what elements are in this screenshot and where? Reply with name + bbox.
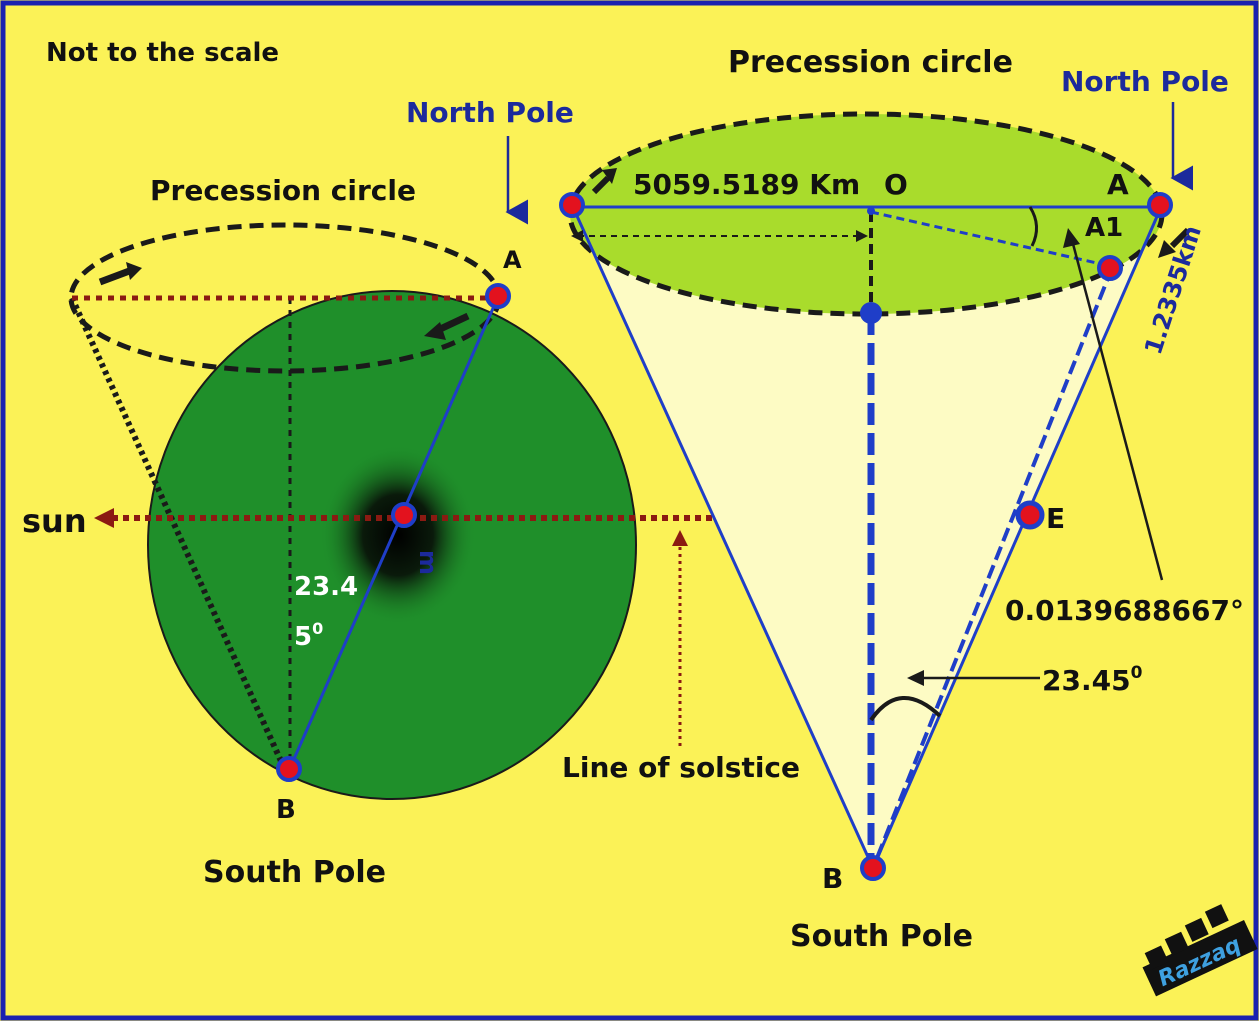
right-left-end-marker [559,192,585,218]
radius-dimension-arrow-right [856,230,868,242]
left-south-pole-label: South Pole [203,855,386,890]
point-e-label: E [1046,502,1065,535]
point-a1-label: A1 [1085,213,1123,243]
cap-arrow-right-head [1158,240,1176,258]
note-text: Not to the scale [46,38,279,68]
small-angle-pointer [1070,239,1164,581]
cone-angle-sup: 0 [1131,663,1143,683]
point-o-label: O [884,168,908,201]
left-angle-line1: 23.4 [294,572,358,602]
left-precession-arrow-top [98,266,134,286]
left-earth-axis [288,296,500,769]
cap-bottom-marker [860,302,882,324]
left-angle-line2: 50 [294,619,323,652]
earth-core-shadow [320,445,476,625]
right-precession-cap [570,114,1162,314]
cap-arrow-left-head [602,168,617,184]
radius-label: 5059.5189 Km [633,168,860,201]
right-point-b-label: B [822,862,843,895]
cone-body [572,205,1162,868]
radius-o-to-a1 [870,210,1111,268]
small-angle-pointer-head [1063,228,1080,248]
center-o-dot [867,207,875,215]
right-north-pole-label: North Pole [1061,65,1229,98]
left-precession-title: Precession circle [150,174,416,207]
cone-angle-label: 23.450 [1042,663,1143,697]
cone-angle-arc [869,696,942,722]
radius-dimension-arrow-left [571,230,583,242]
left-center-label: m [414,550,442,575]
solstice-label: Line of solstice [562,751,800,784]
cap-arrow-left [591,175,611,195]
left-center-marker [391,502,417,528]
cone-right-edge [871,204,1164,869]
sun-label: sun [22,502,87,540]
cone-a1-dashed-edge [871,267,1114,869]
left-precession-arrow-right-head [424,322,446,340]
right-point-a-label: A [1107,168,1129,201]
right-point-a1-marker [1097,255,1123,281]
right-point-a-marker [1147,192,1173,218]
solstice-pointer-head [672,530,688,546]
point-e-marker [1015,500,1045,530]
small-angle-label: 0.0139688667° [1005,594,1244,627]
cone-angle-value: 23.45 [1042,664,1131,697]
left-point-a-label: A [503,246,522,274]
right-south-pole-label: South Pole [790,919,973,954]
left-angle-sup: 0 [312,619,323,638]
left-cone-side [69,296,288,772]
small-angle-arc [1028,206,1038,247]
left-precession-arrow-top-head [126,262,142,280]
left-north-pole-label: North Pole [406,96,574,129]
left-point-a-marker [485,283,511,309]
left-point-b-label: B [276,795,296,825]
left-angle-digit: 5 [294,622,312,652]
cone-angle-pointer-head [907,670,924,686]
sun-arrow-head [94,508,114,528]
right-precession-title: Precession circle [728,45,1013,80]
left-point-b-marker [276,756,302,782]
right-point-b-marker [860,855,886,881]
cap-arrow-right [1169,227,1191,249]
cone-left-edge [570,204,875,869]
